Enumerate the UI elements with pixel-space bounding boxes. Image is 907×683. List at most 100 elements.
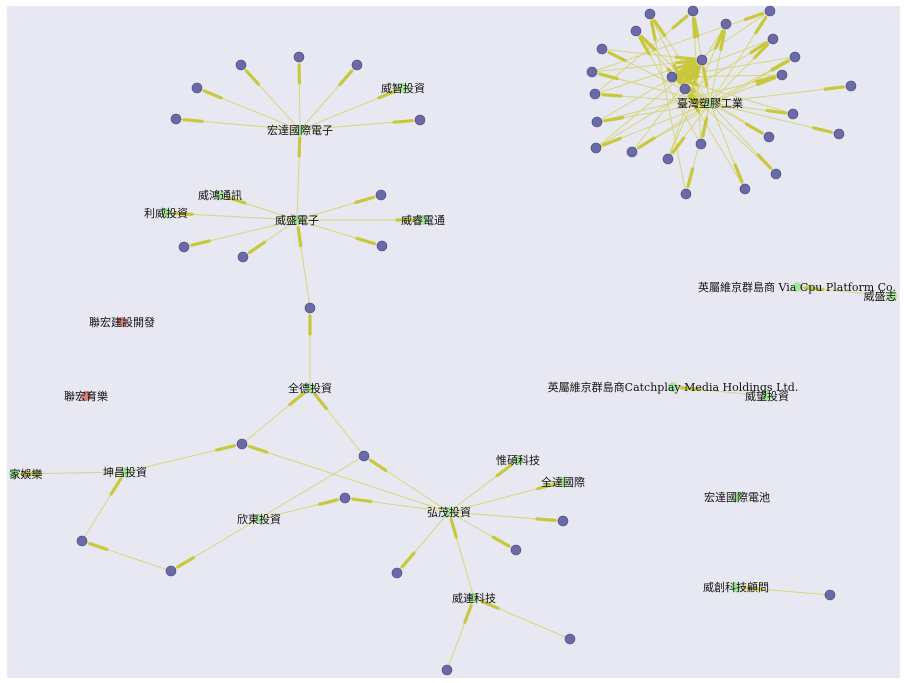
edge-arrowhead: [749, 41, 768, 55]
node-n10[interactable]: [117, 317, 127, 327]
node-n15[interactable]: [9, 469, 19, 479]
unlabeled-node[interactable]: [589, 88, 601, 100]
unlabeled-node[interactable]: [191, 82, 203, 94]
unlabeled-node[interactable]: [767, 33, 779, 45]
node-n1[interactable]: [295, 125, 305, 135]
unlabeled-node[interactable]: [679, 83, 691, 95]
unlabeled-node[interactable]: [375, 189, 387, 201]
unlabeled-node[interactable]: [666, 71, 678, 83]
unlabeled-node[interactable]: [833, 128, 845, 140]
unlabeled-node[interactable]: [376, 240, 388, 252]
edge-arrowhead: [823, 85, 845, 91]
node-n14[interactable]: [762, 391, 772, 401]
unlabeled-node[interactable]: [236, 438, 248, 450]
edge-arrowhead: [803, 286, 825, 292]
unlabeled-node[interactable]: [235, 59, 247, 71]
node-n6[interactable]: [418, 215, 428, 225]
unlabeled-node[interactable]: [237, 251, 249, 263]
edge-arrowhead: [674, 55, 696, 61]
node-n2[interactable]: [398, 83, 408, 93]
unlabeled-node[interactable]: [351, 59, 363, 71]
node-n9[interactable]: [887, 291, 897, 301]
unlabeled-node[interactable]: [178, 241, 190, 253]
unlabeled-node[interactable]: [720, 18, 732, 30]
unlabeled-node[interactable]: [763, 131, 775, 143]
node-label: 利威投資: [144, 206, 188, 220]
edge-arrowhead: [770, 59, 790, 72]
edge-arrowhead: [674, 59, 696, 65]
unlabeled-node[interactable]: [564, 633, 576, 645]
unlabeled-node[interactable]: [304, 302, 316, 314]
unlabeled-node[interactable]: [590, 142, 602, 154]
unlabeled-node[interactable]: [687, 5, 699, 17]
unlabeled-node[interactable]: [776, 69, 788, 81]
edge-arrowhead: [318, 498, 339, 506]
unlabeled-node[interactable]: [789, 51, 801, 63]
node-n18[interactable]: [558, 477, 568, 487]
unlabeled-node[interactable]: [770, 168, 782, 180]
node-n7[interactable]: [705, 98, 715, 108]
unlabeled-node[interactable]: [293, 51, 305, 63]
unlabeled-node[interactable]: [787, 108, 799, 120]
node-n8[interactable]: [792, 282, 802, 292]
unlabeled-node[interactable]: [764, 5, 776, 17]
unlabeled-node[interactable]: [414, 114, 426, 126]
unlabeled-node[interactable]: [510, 544, 522, 556]
unlabeled-node[interactable]: [591, 116, 603, 128]
node-n21[interactable]: [444, 507, 454, 517]
edge-arrowhead: [733, 163, 744, 184]
node-n4[interactable]: [161, 208, 171, 218]
edge-arrowhead: [479, 599, 500, 610]
node-n12[interactable]: [305, 383, 315, 393]
edge-arrowhead: [338, 69, 354, 87]
edge-arrowhead: [247, 240, 267, 255]
node-n19[interactable]: [732, 492, 742, 502]
unlabeled-node[interactable]: [165, 565, 177, 577]
unlabeled-node[interactable]: [76, 535, 88, 547]
unlabeled-node[interactable]: [662, 153, 674, 165]
unlabeled-node[interactable]: [441, 664, 453, 676]
edge-arrowhead: [297, 136, 302, 158]
edge-arrowhead: [392, 119, 414, 124]
node-n16[interactable]: [120, 467, 130, 477]
node-n23[interactable]: [731, 582, 741, 592]
unlabeled-node[interactable]: [696, 54, 708, 66]
node-n5[interactable]: [292, 215, 302, 225]
node-n3[interactable]: [215, 190, 225, 200]
node-n22[interactable]: [469, 593, 479, 603]
unlabeled-node[interactable]: [358, 450, 370, 462]
node-n17[interactable]: [513, 455, 523, 465]
edge-arrowhead: [638, 36, 651, 56]
edge-arrowhead: [296, 226, 303, 248]
unlabeled-node[interactable]: [339, 492, 351, 504]
edge-arrowhead: [354, 195, 375, 205]
unlabeled-node[interactable]: [170, 113, 182, 125]
edge-arrowhead: [215, 444, 236, 452]
node-label: 威連科技: [452, 591, 496, 605]
unlabeled-node[interactable]: [391, 567, 403, 579]
edge-arrowhead: [679, 386, 701, 392]
edge-arrowhead: [640, 34, 657, 51]
unlabeled-node[interactable]: [739, 183, 751, 195]
node-label: 威鴻通訊: [198, 188, 242, 202]
unlabeled-node[interactable]: [680, 188, 692, 200]
unlabeled-node[interactable]: [630, 25, 642, 37]
node-n20[interactable]: [254, 514, 264, 524]
unlabeled-node[interactable]: [845, 80, 857, 92]
edge-arrowhead: [637, 136, 656, 150]
unlabeled-node[interactable]: [644, 8, 656, 20]
edge-arrowhead: [743, 11, 765, 22]
node-n11[interactable]: [81, 391, 91, 401]
edge-arrowhead: [598, 72, 619, 81]
edge-arrowhead: [687, 94, 700, 113]
unlabeled-node[interactable]: [695, 138, 707, 150]
unlabeled-node[interactable]: [824, 589, 836, 601]
edge-arrowhead: [400, 551, 416, 569]
node-n13[interactable]: [668, 382, 678, 392]
unlabeled-node[interactable]: [596, 43, 608, 55]
edge-arrowhead: [601, 136, 622, 147]
unlabeled-node[interactable]: [626, 146, 638, 158]
edge-arrowhead: [603, 116, 625, 123]
unlabeled-node[interactable]: [557, 515, 569, 527]
unlabeled-node[interactable]: [586, 66, 598, 78]
